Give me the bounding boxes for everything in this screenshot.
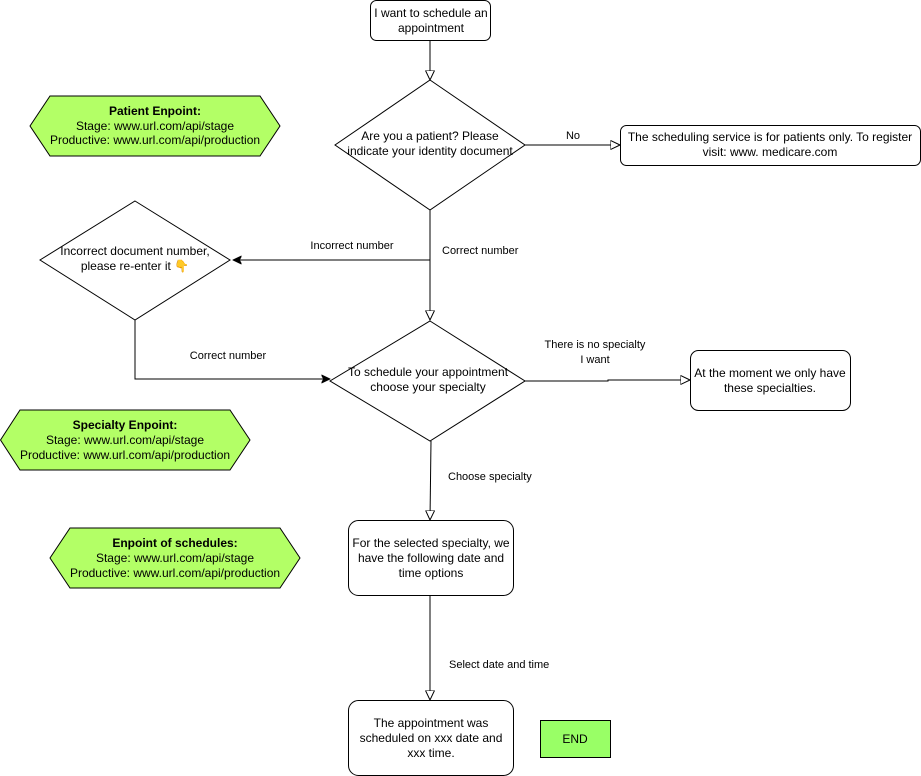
start-box — [370, 0, 491, 41]
specialty-endpoint-title: Specialty Enpoint: — [73, 418, 178, 432]
specialty-endpoint-stage: Stage: www.url.com/api/stage — [46, 433, 204, 447]
edges — [134, 40, 690, 700]
patient-endpoint-hexagon — [29, 95, 281, 157]
specialty-endpoint-hexagon — [0, 409, 251, 471]
incorrect-document-text-line: Incorrect document number, — [60, 244, 209, 258]
patient-question-text-line: Are you a patient? Please — [361, 129, 499, 143]
edge-label-no-line: No — [566, 130, 580, 142]
edge-label-choose-specialty-line: Choose specialty — [448, 471, 532, 483]
start-text-line: I want to schedule an — [374, 6, 487, 20]
incorrect-document-text: Incorrect document number,please re-ente… — [60, 244, 209, 273]
edge-label-no-specialty-line: I want — [580, 354, 609, 366]
edge-label-incorrect-number-line: Incorrect number — [310, 240, 393, 252]
date-time-options-text-line: For the selected specialty, we — [352, 536, 510, 550]
incorrect-document-text-line: please re-enter it 👇 — [81, 259, 189, 273]
edge-label-correct-number-retry: Correct number — [190, 350, 267, 362]
edge-label-incorrect-number: Incorrect number — [310, 240, 393, 252]
patient-endpoint-productive: Productive: www.url.com/api/production — [50, 133, 260, 147]
date-time-options-box — [348, 520, 514, 596]
only-specialties-text-line: these specialties. — [724, 381, 816, 395]
scheduled-text-line: xxx time. — [407, 746, 454, 760]
choose-specialty-text-line: To schedule your appointment — [348, 365, 509, 379]
choose-specialty-diamond — [329, 320, 526, 442]
patient-endpoint-stage: Stage: www.url.com/api/stage — [76, 119, 234, 133]
edge-label-correct-number-down: Correct number — [442, 245, 519, 257]
patients-only-text-line: visit: www. medicare.com — [703, 145, 838, 159]
edge-label-correct-number-retry-line: Correct number — [190, 350, 267, 362]
schedules-endpoint-title: Enpoint of schedules: — [112, 536, 237, 550]
scheduled-text-line: scheduled on xxx date and — [360, 731, 503, 745]
edge-labels: No Incorrect number Correct number Corre… — [190, 130, 646, 671]
incorrect-document-diamond — [39, 200, 231, 321]
edge-incorrect-document-to-choose-specialty — [134, 320, 330, 379]
patients-only-text: The scheduling service is for patients o… — [628, 130, 912, 159]
patient-question-text-line: indicate your identity document — [347, 144, 513, 158]
schedules-endpoint-hexagon — [49, 527, 301, 589]
edge-label-correct-number-down-line: Correct number — [442, 245, 519, 257]
end-text-line: END — [562, 732, 588, 746]
edge-label-no: No — [566, 130, 580, 142]
edge-choose-specialty-to-only-specialties — [525, 380, 690, 381]
edge-label-no-specialty: There is no specialty I want — [545, 339, 646, 366]
endpoint-labels: Patient Enpoint: Stage: www.url.com/api/… — [20, 104, 280, 580]
edge-label-no-specialty-line: There is no specialty — [545, 339, 646, 351]
choose-specialty-text-line: choose your specialty — [370, 380, 485, 394]
schedules-endpoint-stage: Stage: www.url.com/api/stage — [96, 551, 254, 565]
patients-only-text-line: The scheduling service is for patients o… — [628, 130, 912, 144]
specialty-endpoint-productive: Productive: www.url.com/api/production — [20, 448, 230, 462]
date-time-options-text-line: have the following date and — [358, 551, 504, 565]
edge-choose-specialty-to-date-time-options — [430, 440, 431, 520]
patient-endpoint-title: Patient Enpoint: — [109, 104, 201, 118]
end-box — [540, 720, 611, 758]
scheduled-text-line: The appointment was — [374, 716, 489, 730]
schedules-endpoint-productive: Productive: www.url.com/api/production — [70, 566, 280, 580]
edge-label-select-date-time-line: Select date and time — [449, 659, 549, 671]
patient-question-diamond — [334, 79, 526, 211]
edge-label-choose-specialty: Choose specialty — [448, 471, 532, 483]
end-text: END — [562, 732, 588, 746]
start-text-line: appointment — [398, 21, 465, 35]
only-specialties-box — [690, 350, 851, 411]
date-time-options-text-line: time options — [399, 566, 464, 580]
only-specialties-text-line: At the moment we only have — [694, 366, 846, 380]
edge-label-select-date-time: Select date and time — [449, 659, 549, 671]
